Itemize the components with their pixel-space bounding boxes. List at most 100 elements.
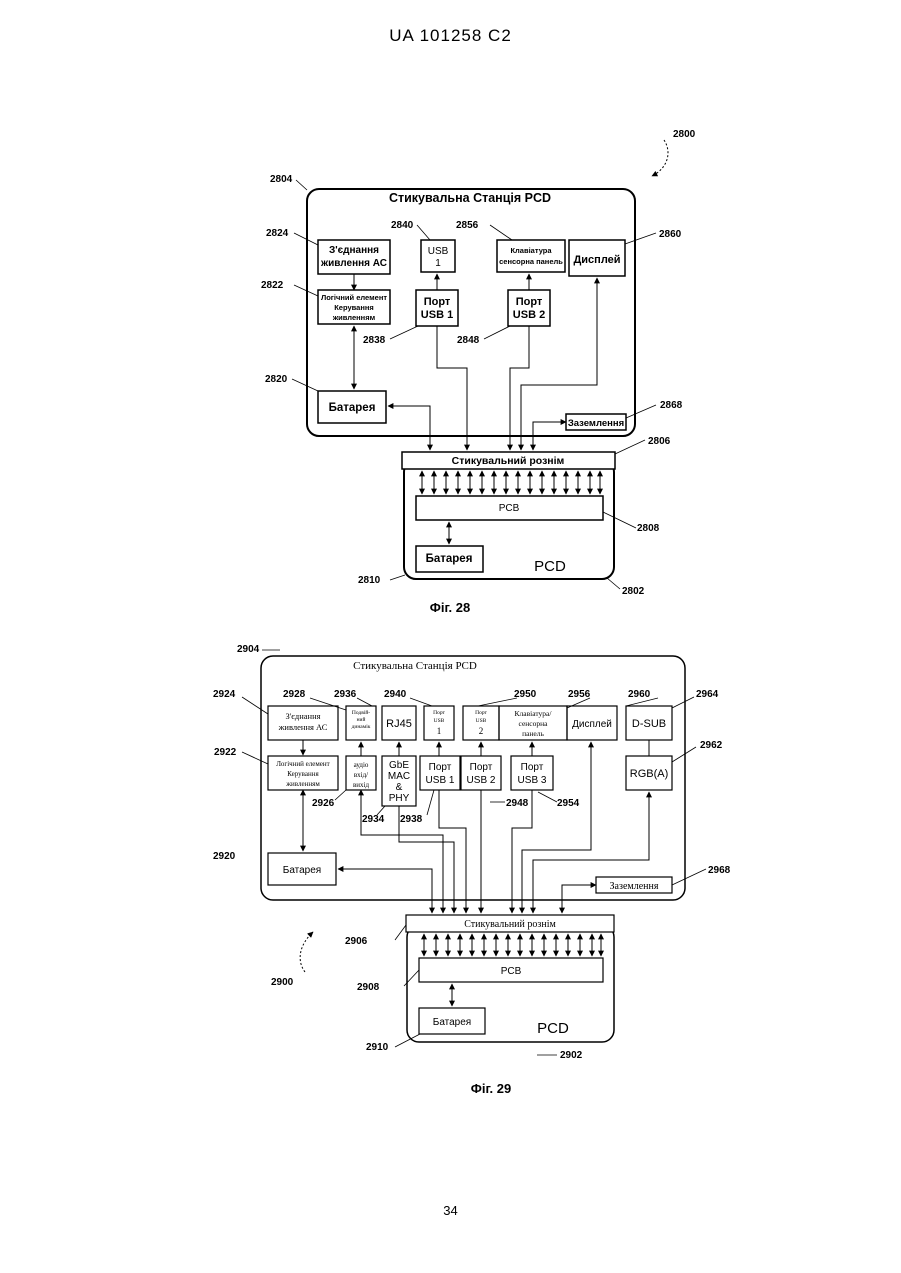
fig29-usb1-line1: Порт [433,710,445,716]
fig29-caption: Фіг. 29 [471,1081,512,1096]
ref-2960: 2960 [628,689,651,700]
fig28-usb1-line1: USB [428,246,449,257]
ref-2900: 2900 [271,977,294,988]
figure-29-labels: Стикувальна Станція PCD З'єднання живлен… [213,644,731,1096]
fig29-keyboard-line3: панель [522,729,544,738]
fig29-logic-line3: живленням [285,780,320,788]
fig29-rgb-label: RGB(A) [630,768,669,780]
ref-2820: 2820 [265,374,288,385]
fig28-port2-line2: USB 2 [513,309,545,321]
fig29-ac-line2: живлення АС [278,722,328,732]
ref-2902: 2902 [560,1050,583,1061]
fig28-logic-line3: живленням [332,313,376,322]
fig28-connector-label: Стикувальний рознім [452,455,565,467]
fig29-port3-line1: Порт [521,762,544,773]
fig29-usb2-line2: USB [476,718,487,724]
ref-2924: 2924 [213,689,236,700]
fig29-battery-station-label: Батарея [283,865,321,876]
ref-2928: 2928 [283,689,306,700]
ref-2808: 2808 [637,523,660,534]
fig28-pcb-label: PCB [499,503,520,514]
fig28-logic-line1: Логічний елемент [321,293,387,302]
fig29-speaker-line1: Подвій- [352,709,370,716]
fig29-gbe-line3: & [396,782,403,793]
ref-2938: 2938 [400,814,423,825]
ref-2868: 2868 [660,400,683,411]
ref-2910: 2910 [366,1042,389,1053]
fig28-port1-line1: Порт [424,296,451,308]
ref-2940: 2940 [384,689,407,700]
ref-2822: 2822 [261,280,284,291]
ref-2840: 2840 [391,220,414,231]
ref-2922: 2922 [214,747,237,758]
ref-2964: 2964 [696,689,719,700]
fig29-usb2-line3: 2 [479,726,484,736]
fig28-port1-line2: USB 1 [421,309,453,321]
keyboard-box [497,240,565,272]
ref-2802: 2802 [622,586,645,597]
fig29-logic-line2: Керування [287,770,319,778]
fig28-pcd-label: PCD [534,558,566,575]
ref-2860: 2860 [659,229,682,240]
ref-2936: 2936 [334,689,357,700]
fig29-battery-pcd-label: Батарея [433,1017,471,1028]
ref-2954: 2954 [557,798,580,809]
ref-2810: 2810 [358,575,381,586]
fig29-ac-line1: З'єднання [285,711,320,721]
fig29-ground-label: Заземлення [610,881,659,892]
figure-28 [292,140,668,589]
ref-2950: 2950 [514,689,537,700]
fig29-station-title: Стикувальна Станція PCD [353,660,477,672]
ref-2838: 2838 [363,335,386,346]
fig29-port1-line2: USB 1 [426,775,455,786]
fig29-pcb-label: PCB [501,966,522,977]
ref-2804: 2804 [270,174,293,185]
fig29-usb1-line3: 1 [437,726,442,736]
ref-2956: 2956 [568,689,591,700]
fig29-port2-line2: USB 2 [467,775,496,786]
fig29-speaker-line3: динамік [352,724,371,730]
fig29-usb2-line1: Порт [475,710,487,716]
fig29-port3-line2: USB 3 [518,775,547,786]
ref-2926: 2926 [312,798,335,809]
fig29-audio-line1: аудіо [354,761,369,769]
fig28-ground-label: Заземлення [568,418,624,429]
ref-2856: 2856 [456,220,479,231]
ref-2920: 2920 [213,851,236,862]
fig29-connector-label: Стикувальний рознім [464,919,556,930]
fig29-gbe-line2: MAC [388,771,410,782]
fig28-keyboard-line2: сенсорна панель [499,257,563,266]
fig29-rj45-label: RJ45 [386,718,412,730]
fig28-port2-line1: Порт [516,296,543,308]
ref-2806: 2806 [648,436,671,447]
fig29-pcd-label: PCD [537,1020,569,1037]
fig29-audio-line2: вхід/ [354,771,368,779]
fig29-audio-line3: вихід [353,781,369,789]
fig28-ac-line1: З'єднання [329,245,379,256]
ref-2962: 2962 [700,740,723,751]
ref-2908: 2908 [357,982,380,993]
fig29-keyboard-line2: сенсорна [519,719,549,728]
fig29-gbe-line4: PHY [389,793,410,804]
fig28-ac-line2: живлення АС [320,258,387,269]
fig29-speaker-line2: ний [357,716,366,723]
fig29-usb1-line2: USB [434,718,445,724]
fig29-port2-line1: Порт [470,762,493,773]
fig29-gbe-line1: GbE [389,760,409,771]
fig28-station-title: Стикувальна Станція PCD [389,191,551,205]
fig29-display-label: Дисплей [572,719,612,730]
ref-2948: 2948 [506,798,529,809]
figure-28-labels: Стикувальна Станція PCD З'єднання живлен… [261,129,696,615]
ref-2968: 2968 [708,865,731,876]
ref-2848: 2848 [457,335,480,346]
fig28-display-label: Дисплей [573,254,620,266]
fig28-battery-pcd-label: Батарея [426,553,473,565]
fig29-port1-line1: Порт [429,762,452,773]
fig29-keyboard-line1: Клавіатура/ [515,709,553,718]
ref-2934: 2934 [362,814,385,825]
fig29-dsub-label: D-SUB [632,718,666,730]
page-number: 34 [0,1203,901,1218]
ref-2800: 2800 [673,129,696,140]
fig28-logic-line2: Керування [334,303,374,312]
